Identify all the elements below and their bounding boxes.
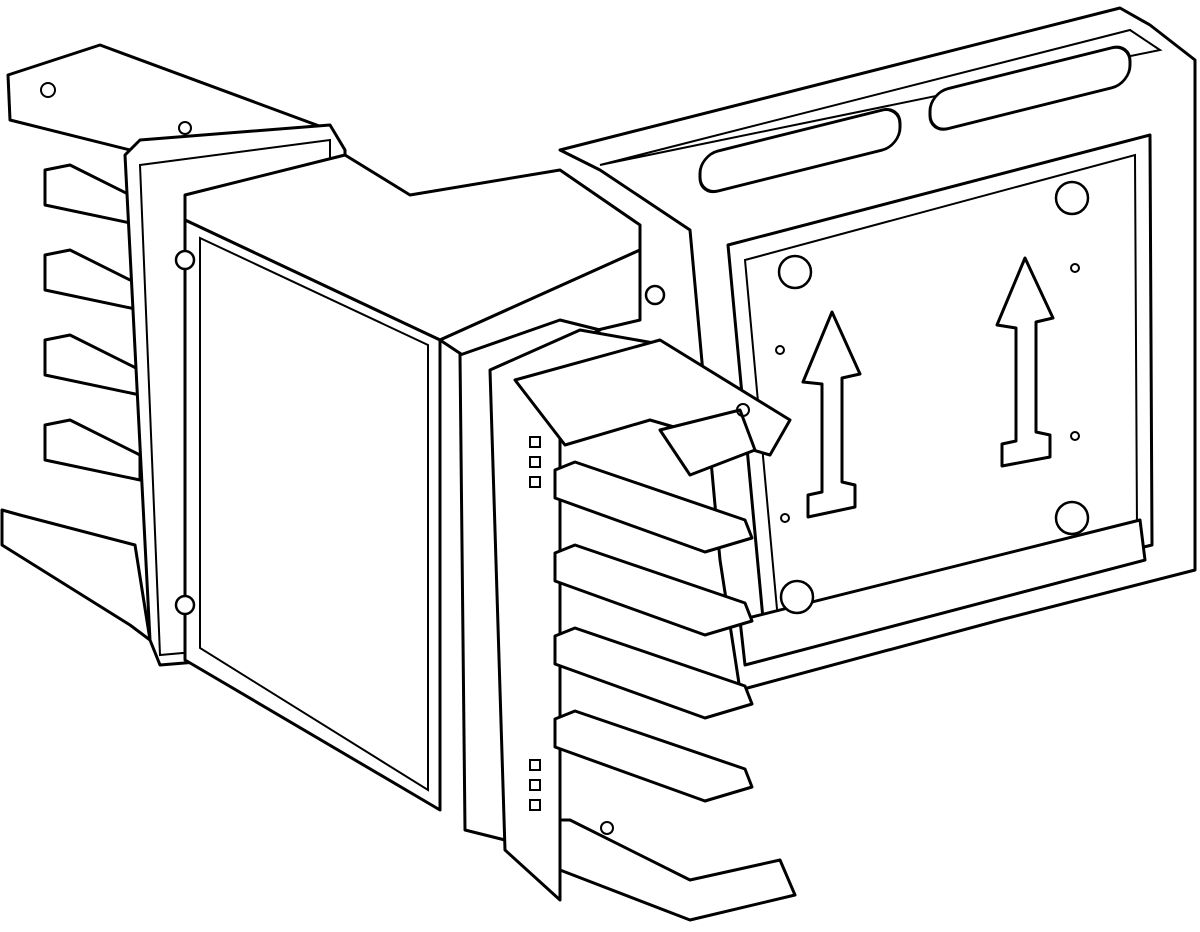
mounting-plate xyxy=(726,133,1154,642)
rear-busbar xyxy=(43,418,142,482)
elbow-body xyxy=(174,153,666,812)
arrow-up-icon xyxy=(995,256,1055,468)
handle-slot-left xyxy=(698,107,902,194)
bolt-icon xyxy=(777,254,813,290)
front-busbar xyxy=(553,543,754,637)
rear-busbar xyxy=(43,333,142,397)
rear-busbar xyxy=(43,248,142,312)
bolt-icon xyxy=(1054,500,1090,536)
arrow-up-icon xyxy=(801,310,862,519)
front-busbar xyxy=(553,709,754,803)
front-connector xyxy=(458,318,797,922)
front-busbar xyxy=(553,626,754,720)
bolt-icon xyxy=(779,579,815,615)
bolt-icon xyxy=(1054,180,1090,216)
handle-slot-right xyxy=(928,45,1132,131)
front-busbar xyxy=(553,460,754,554)
